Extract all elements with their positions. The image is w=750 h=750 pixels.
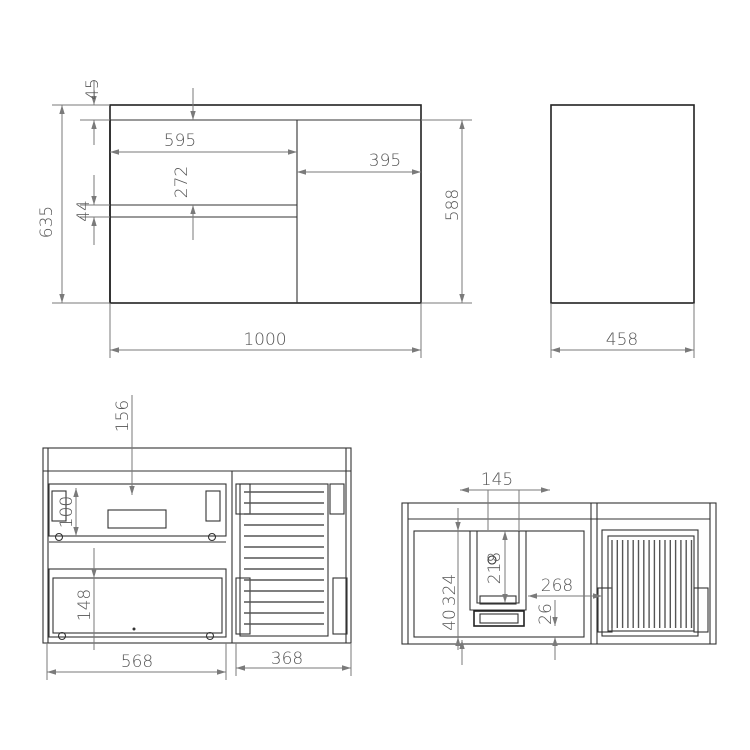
u-cutout xyxy=(469,531,527,611)
dim-basket-base-offset: 26 xyxy=(536,603,556,625)
front-view: 45 635 595 272 44 395 588 1000 xyxy=(37,78,472,358)
dim-upper-drawer-depth: 156 xyxy=(113,400,133,432)
drawer-side-profile xyxy=(413,530,585,638)
dim-left-section-width: 568 xyxy=(121,652,153,672)
interior-outline xyxy=(42,447,352,644)
interior-view-right: 145 218 324 40 268 26 xyxy=(401,470,717,665)
dim-depth: 458 xyxy=(606,330,638,350)
pullout-basket xyxy=(235,483,348,637)
dim-upper-drawer-height: 100 xyxy=(57,496,77,528)
dim-drawer-height: 272 xyxy=(172,166,192,198)
upper-drawer-box xyxy=(48,483,227,537)
dim-base-offset: 40 xyxy=(440,609,460,631)
interior2-outline xyxy=(401,502,717,645)
side-view: 458 xyxy=(550,104,695,358)
dim-drawer-gap: 44 xyxy=(74,200,94,222)
dim-basket-width: 268 xyxy=(541,576,573,596)
dim-siphon-cutout-height: 218 xyxy=(485,552,505,584)
side-outline xyxy=(550,104,695,304)
interior-view-left: 156 100 148 568 368 xyxy=(42,395,352,680)
dim-lower-cutout-height: 324 xyxy=(440,574,460,606)
dim-lower-drawer-height: 148 xyxy=(75,589,95,621)
cabinet-outline xyxy=(109,104,422,304)
dim-right-section-width: 368 xyxy=(271,649,303,669)
lower-drawer-box xyxy=(48,568,227,638)
dim-overall-width: 1000 xyxy=(243,330,286,350)
dim-overall-height: 635 xyxy=(37,206,57,238)
pullout-basket-right xyxy=(597,529,709,637)
dim-door-width: 395 xyxy=(369,151,401,171)
dim-top-thickness: 45 xyxy=(83,78,103,100)
siphon-tray xyxy=(473,610,525,627)
dim-drawer-width: 595 xyxy=(164,131,196,151)
dim-siphon-cutout-width: 145 xyxy=(481,470,513,490)
dim-door-height: 588 xyxy=(443,189,463,221)
siphon-cutout xyxy=(107,509,167,529)
